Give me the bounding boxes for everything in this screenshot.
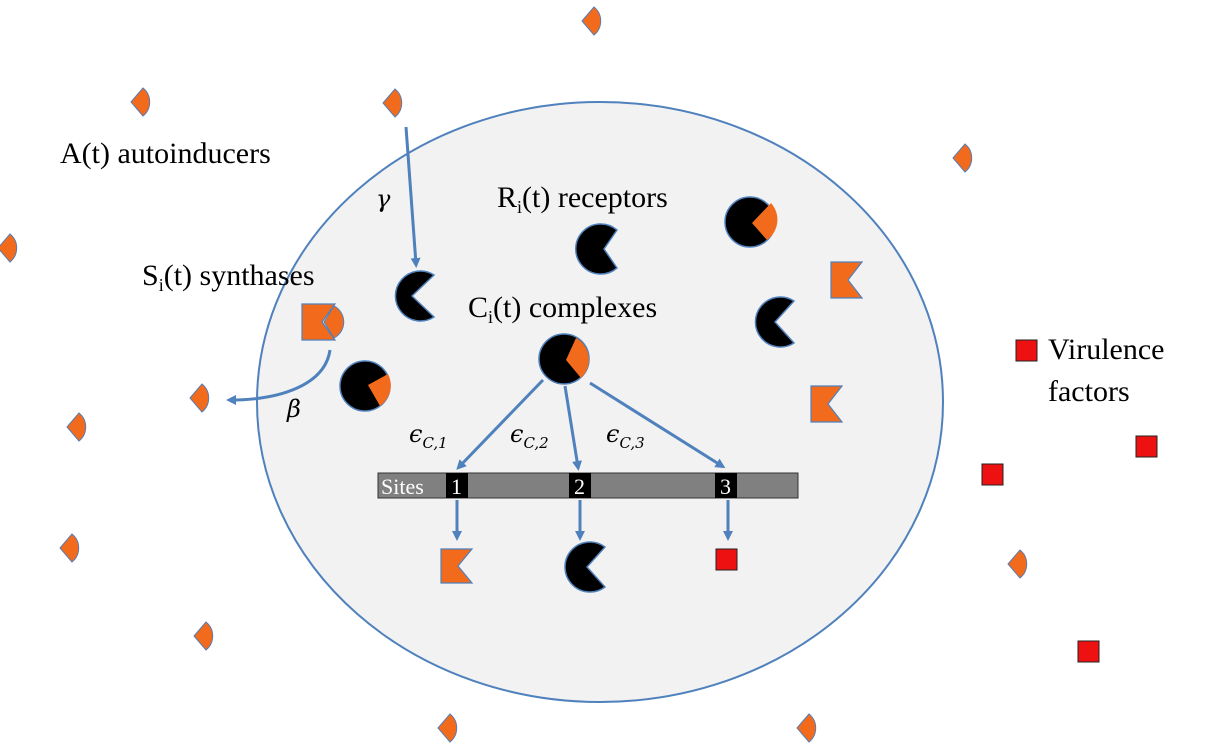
complexes-label: Ci(t) complexes	[468, 291, 657, 327]
receptors	[394, 223, 796, 593]
sites-label: Sites	[381, 474, 424, 499]
autoinducer-icon	[581, 6, 602, 36]
complexes	[339, 196, 778, 412]
receptor-icon	[394, 270, 436, 322]
synthase-icon	[830, 261, 864, 299]
virulence-factors	[715, 339, 1158, 663]
virulence-factor-icon	[715, 548, 738, 571]
virulence-label-line2: factors	[1048, 375, 1130, 408]
site-3-label: 3	[720, 474, 731, 499]
autoinducer-icon	[59, 533, 80, 563]
complex-icon	[724, 196, 778, 248]
site2-binding-arrow	[563, 385, 582, 471]
synthase-with-autoinducer-icon	[301, 303, 345, 341]
autoinducer-icon	[382, 88, 403, 118]
gamma-symbol: γ	[376, 185, 391, 213]
autoinducer-icon	[130, 87, 151, 117]
arrows	[226, 126, 733, 541]
autoinducer-icon	[0, 233, 18, 263]
synthase-icon	[810, 385, 844, 423]
receptor-icon	[575, 223, 619, 275]
autoinducer-icon	[189, 383, 210, 413]
epsilon-c3-label: ϵC,3	[606, 420, 645, 452]
autoinducer-icon	[796, 713, 817, 743]
autoinducer-icon	[1007, 549, 1028, 579]
autoinducer-icon	[193, 621, 214, 651]
virulence-factor-icon	[981, 463, 1004, 486]
autoinducer-icon	[952, 143, 973, 173]
autoinducers-label: A(t) autoinducers	[60, 137, 271, 170]
site3-binding-arrow	[589, 381, 726, 469]
receptors-label: Ri(t) receptors	[497, 181, 668, 217]
synthase-icon	[440, 548, 474, 584]
receptor-icon	[564, 541, 607, 593]
virulence-factor-icon	[1015, 339, 1038, 362]
beta-symbol: β	[286, 395, 301, 423]
bacterial-cell	[256, 101, 944, 703]
virulence-factor-icon	[1135, 435, 1158, 458]
site-2-label: 2	[574, 474, 585, 499]
synthases	[301, 261, 864, 584]
synthases-label: Si(t) synthases	[142, 259, 315, 295]
receptor-icon	[754, 296, 796, 348]
virulence-factor-icon	[1077, 640, 1100, 663]
site1-binding-arrow	[456, 378, 545, 470]
epsilon-c2-label: ϵC,2	[510, 420, 549, 452]
complex-icon	[538, 333, 590, 385]
promoter-strip: Sites 1 2 3	[377, 472, 799, 499]
gamma-binding-arrow	[404, 126, 421, 268]
autoinducer-icon	[66, 412, 87, 442]
beta-production-arrow	[226, 349, 332, 405]
site-1-label: 1	[451, 474, 462, 499]
virulence-label-line1: Virulence	[1048, 333, 1164, 366]
epsilon-c1-label: ϵC,1	[409, 420, 448, 452]
complex-icon	[339, 360, 391, 412]
autoinducer-icon	[437, 713, 458, 743]
